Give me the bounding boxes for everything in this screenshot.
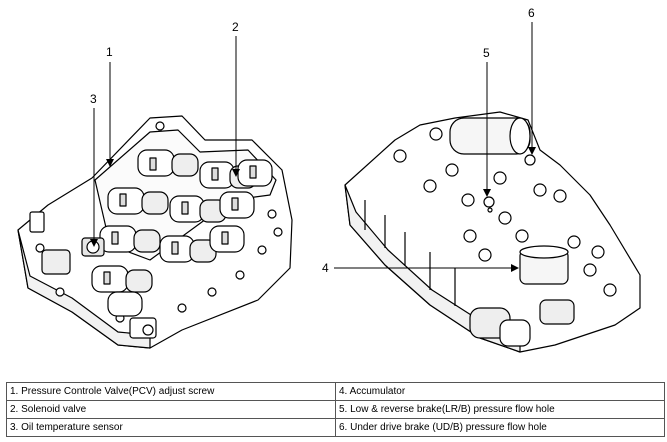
lrb-pressure-flow-hole — [483, 196, 495, 208]
callout-3: 3 — [90, 92, 97, 106]
legend-row: 2. Solenoid valve 5. Low & reverse brake… — [6, 400, 665, 419]
right-body-steps — [364, 200, 456, 306]
callout-1: 1 — [106, 45, 113, 59]
legend-item-3: 3. Oil temperature sensor — [6, 418, 336, 437]
right-upper-cylinder — [449, 117, 531, 155]
legend-row: 3. Oil temperature sensor 6. Under drive… — [6, 418, 665, 437]
legend-item-1: 1. Pressure Controle Valve(PCV) adjust s… — [6, 382, 336, 401]
callout-6: 6 — [528, 6, 535, 20]
right-body-bolts — [393, 127, 617, 297]
solenoid-row-front — [91, 265, 153, 317]
legend-item-2: 2. Solenoid valve — [6, 400, 336, 419]
right-body-lower-fittings — [469, 299, 575, 347]
legend-table: 1. Pressure Controle Valve(PCV) adjust s… — [6, 382, 665, 437]
solenoid-connectors — [103, 157, 257, 285]
callout-5: 5 — [483, 46, 490, 60]
callout-leaders — [90, 22, 536, 272]
oil-temperature-sensor — [81, 237, 105, 257]
valve-body-illustration: 1 2 3 4 5 6 — [17, 6, 641, 353]
accumulator — [519, 245, 569, 285]
left-valve-body — [17, 115, 293, 349]
pcv-adjust-screw — [29, 211, 157, 339]
legend-item-5: 5. Low & reverse brake(LR/B) pressure fl… — [335, 400, 665, 419]
legend-row: 1. Pressure Controle Valve(PCV) adjust s… — [6, 382, 665, 401]
udb-pressure-flow-hole — [524, 154, 536, 166]
pressure-flow-holes — [483, 154, 536, 213]
right-valve-body — [344, 111, 641, 353]
callout-4: 4 — [322, 261, 329, 275]
legend-item-4: 4. Accumulator — [335, 382, 665, 401]
left-body-holes — [35, 121, 283, 323]
callout-2: 2 — [232, 20, 239, 34]
legend-item-6: 6. Under drive brake (UD/B) pressure flo… — [335, 418, 665, 437]
